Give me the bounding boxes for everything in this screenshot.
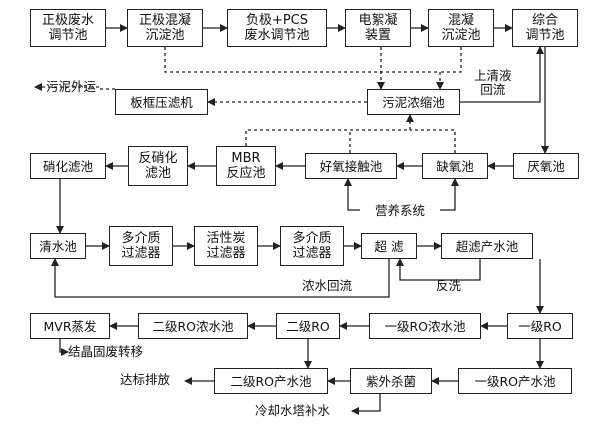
node-multimedia-filter-1: 多介质 过滤器 — [109, 226, 173, 266]
node-activated-carbon-filter: 活性炭 过滤器 — [194, 226, 258, 266]
node-sludge-thickener: 污泥浓缩池 — [367, 89, 460, 115]
node-aerobic-contact-tank: 好氧接触池 — [305, 153, 397, 179]
node-ro2-product-tank: 二级RO产水池 — [214, 368, 328, 394]
node-ro2: 二级RO — [276, 313, 340, 339]
node-anaerobic-tank: 厌氧池 — [513, 153, 579, 179]
node-uv-sterilizer: 紫外杀菌 — [350, 368, 432, 394]
node-electrocoagulation: 电絮凝 装置 — [345, 9, 411, 47]
arrow-mvr-to-crystal — [59, 339, 69, 356]
node-ro1-product-tank: 一级RO产水池 — [458, 368, 572, 394]
label-crystal-solid-transfer: 结晶固废转移 — [68, 344, 144, 359]
backwash — [396, 258, 481, 281]
node-filter-press: 板框压滤机 — [115, 89, 208, 115]
supernatant-return — [460, 46, 544, 103]
node-anode-pcs-tank: 负极+PCS 废水调节池 — [227, 9, 327, 47]
node-ultrafiltration: 超 滤 — [361, 233, 417, 259]
label-supernatant-return: 上清液 回流 — [474, 68, 512, 97]
arrow-uv-to-cooling — [351, 394, 381, 415]
node-nitrification-filter: 硝化滤池 — [30, 153, 106, 179]
node-mvr-evaporator: MVR蒸发 — [30, 313, 110, 339]
node-denitrification-filter: 反硝化 滤池 — [128, 146, 188, 186]
node-ro1: 一级RO — [507, 313, 573, 339]
node-clear-water-tank: 清水池 — [30, 233, 86, 259]
node-ro2-concentrate-tank: 二级RO浓水池 — [138, 313, 248, 339]
label-backwash: 反洗 — [436, 278, 462, 293]
sludge-from-mbr — [245, 114, 414, 146]
nutrient-to-anoxic — [440, 178, 459, 211]
sludge-from-anoxic — [410, 129, 456, 153]
nutrient-to-aerobic — [344, 178, 360, 211]
node-anoxic-tank: 缺氧池 — [422, 153, 488, 179]
node-mbr-reactor: MBR 反应池 — [216, 146, 276, 186]
node-cathode-wastewater-tank: 正极废水 调节池 — [30, 9, 106, 47]
node-multimedia-filter-2: 多介质 过滤器 — [280, 226, 344, 266]
label-discharge: 达标排放 — [120, 372, 171, 387]
node-nutrient-system: 营养系统 — [374, 202, 425, 218]
press-to-sludge-out — [34, 83, 115, 91]
node-uf-product-tank: 超滤产水池 — [441, 233, 533, 259]
label-concentrate-return: 浓水回流 — [302, 278, 353, 293]
node-coagulation-tank: 混凝 沉淀池 — [428, 9, 494, 47]
node-equalization-tank: 综合 调节池 — [512, 9, 578, 47]
node-cathode-coagulation-tank: 正极混凝 沉淀池 — [127, 9, 203, 47]
concentrate-return — [51, 258, 390, 298]
sludge-from-n2 — [164, 47, 444, 90]
node-ro1-concentrate-tank: 一级RO浓水池 — [369, 313, 481, 339]
label-cooling-tower-makeup: 冷却水塔补水 — [255, 403, 331, 418]
label-sludge-out: 污泥外运 — [46, 79, 97, 94]
sludge-from-n5 — [440, 47, 462, 73]
